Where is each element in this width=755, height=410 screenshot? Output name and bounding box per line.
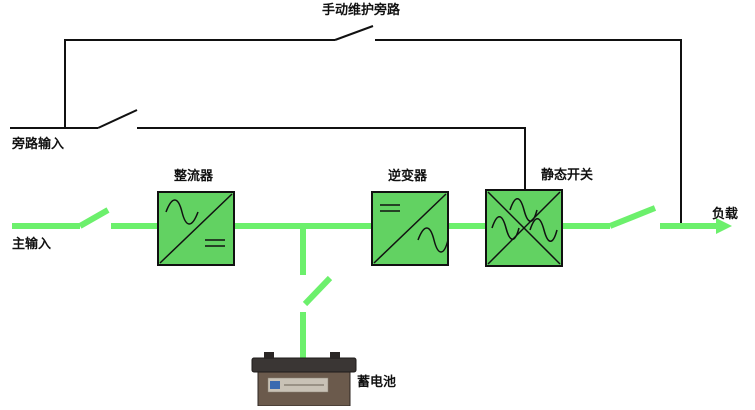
battery-image [251,352,357,407]
battery-label: 蓄电池 [357,375,397,390]
bypass-input-switch [97,109,138,129]
load-label: 负载 [712,207,739,222]
battery-switch [302,275,333,307]
main-input-switch [78,207,110,229]
ac-wave-icon [491,216,520,240]
manual-bypass-switch [334,25,374,41]
static-switch-block [485,189,563,267]
inverter-block [371,191,449,266]
rectifier-block [157,191,235,266]
bypass-input-line [10,109,526,190]
rectifier-label: 整流器 [174,169,214,184]
inverter-label: 逆变器 [388,169,428,184]
main-input-label: 主输入 [12,237,52,252]
ac-wave-icon [417,227,449,253]
static-switch-label: 静态开关 [541,168,594,183]
ac-wave-icon [165,199,199,225]
ac-wave-icon [529,218,558,242]
load-arrow-icon [716,218,732,234]
manual-bypass-label: 手动维护旁路 [322,3,401,18]
bypass-input-label: 旁路输入 [12,137,65,152]
output-switch [608,205,657,229]
main-power-path [12,205,722,362]
ac-wave-icon [509,198,538,222]
manual-bypass-line [64,25,682,226]
